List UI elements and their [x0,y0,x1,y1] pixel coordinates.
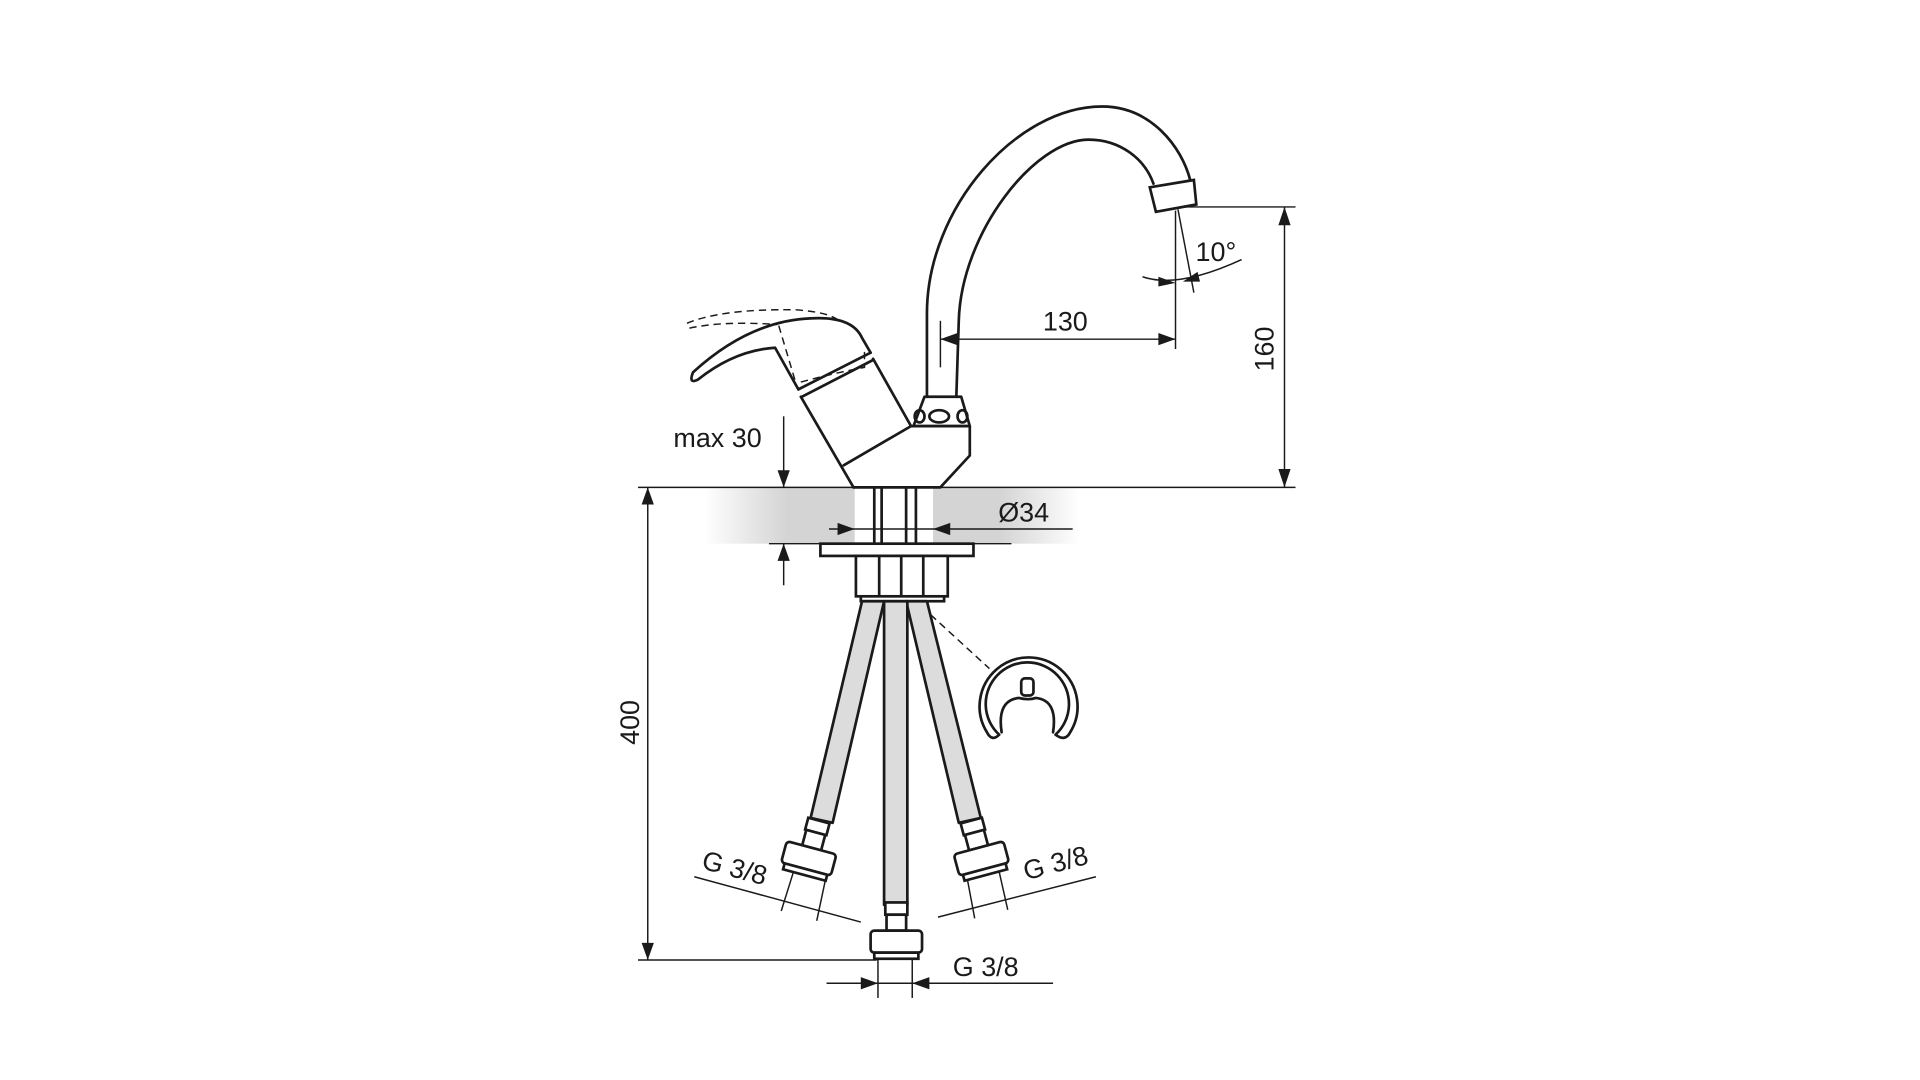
countertop [637,486,1296,545]
dimension-max-thickness: max 30 [673,416,790,586]
hose-length-label: 400 [615,700,645,745]
hose-center [882,599,909,907]
angle-label: 10° [1196,237,1237,267]
dimension-angle: 10° [1142,209,1242,293]
thread-center-label: G 3/8 [953,952,1019,982]
hole-label: Ø34 [998,498,1049,528]
dimension-thread-center: G 3/8 [826,952,1054,998]
dimension-height: 160 [1182,206,1296,488]
lever-handle [686,308,872,391]
max-thickness-label: max 30 [673,423,761,453]
thread-left-label: G 3/8 [699,845,770,891]
thread-right-label: G 3/8 [1020,840,1091,886]
fitting-left [780,816,838,883]
height-label: 160 [1249,327,1279,372]
dimension-reach: 130 [939,210,1177,368]
mounting-nut [819,542,975,603]
fitting-center [869,901,924,961]
hose-left [809,599,886,825]
reach-label: 130 [1043,307,1088,337]
spout [912,105,1198,428]
hose-right [904,599,983,825]
fitting-right [953,816,1010,883]
dimension-hose-length: 400 [615,487,877,961]
retaining-clip-icon [930,614,1079,740]
faucet-body [797,351,972,489]
dimension-hole: Ø34 [828,498,1073,536]
